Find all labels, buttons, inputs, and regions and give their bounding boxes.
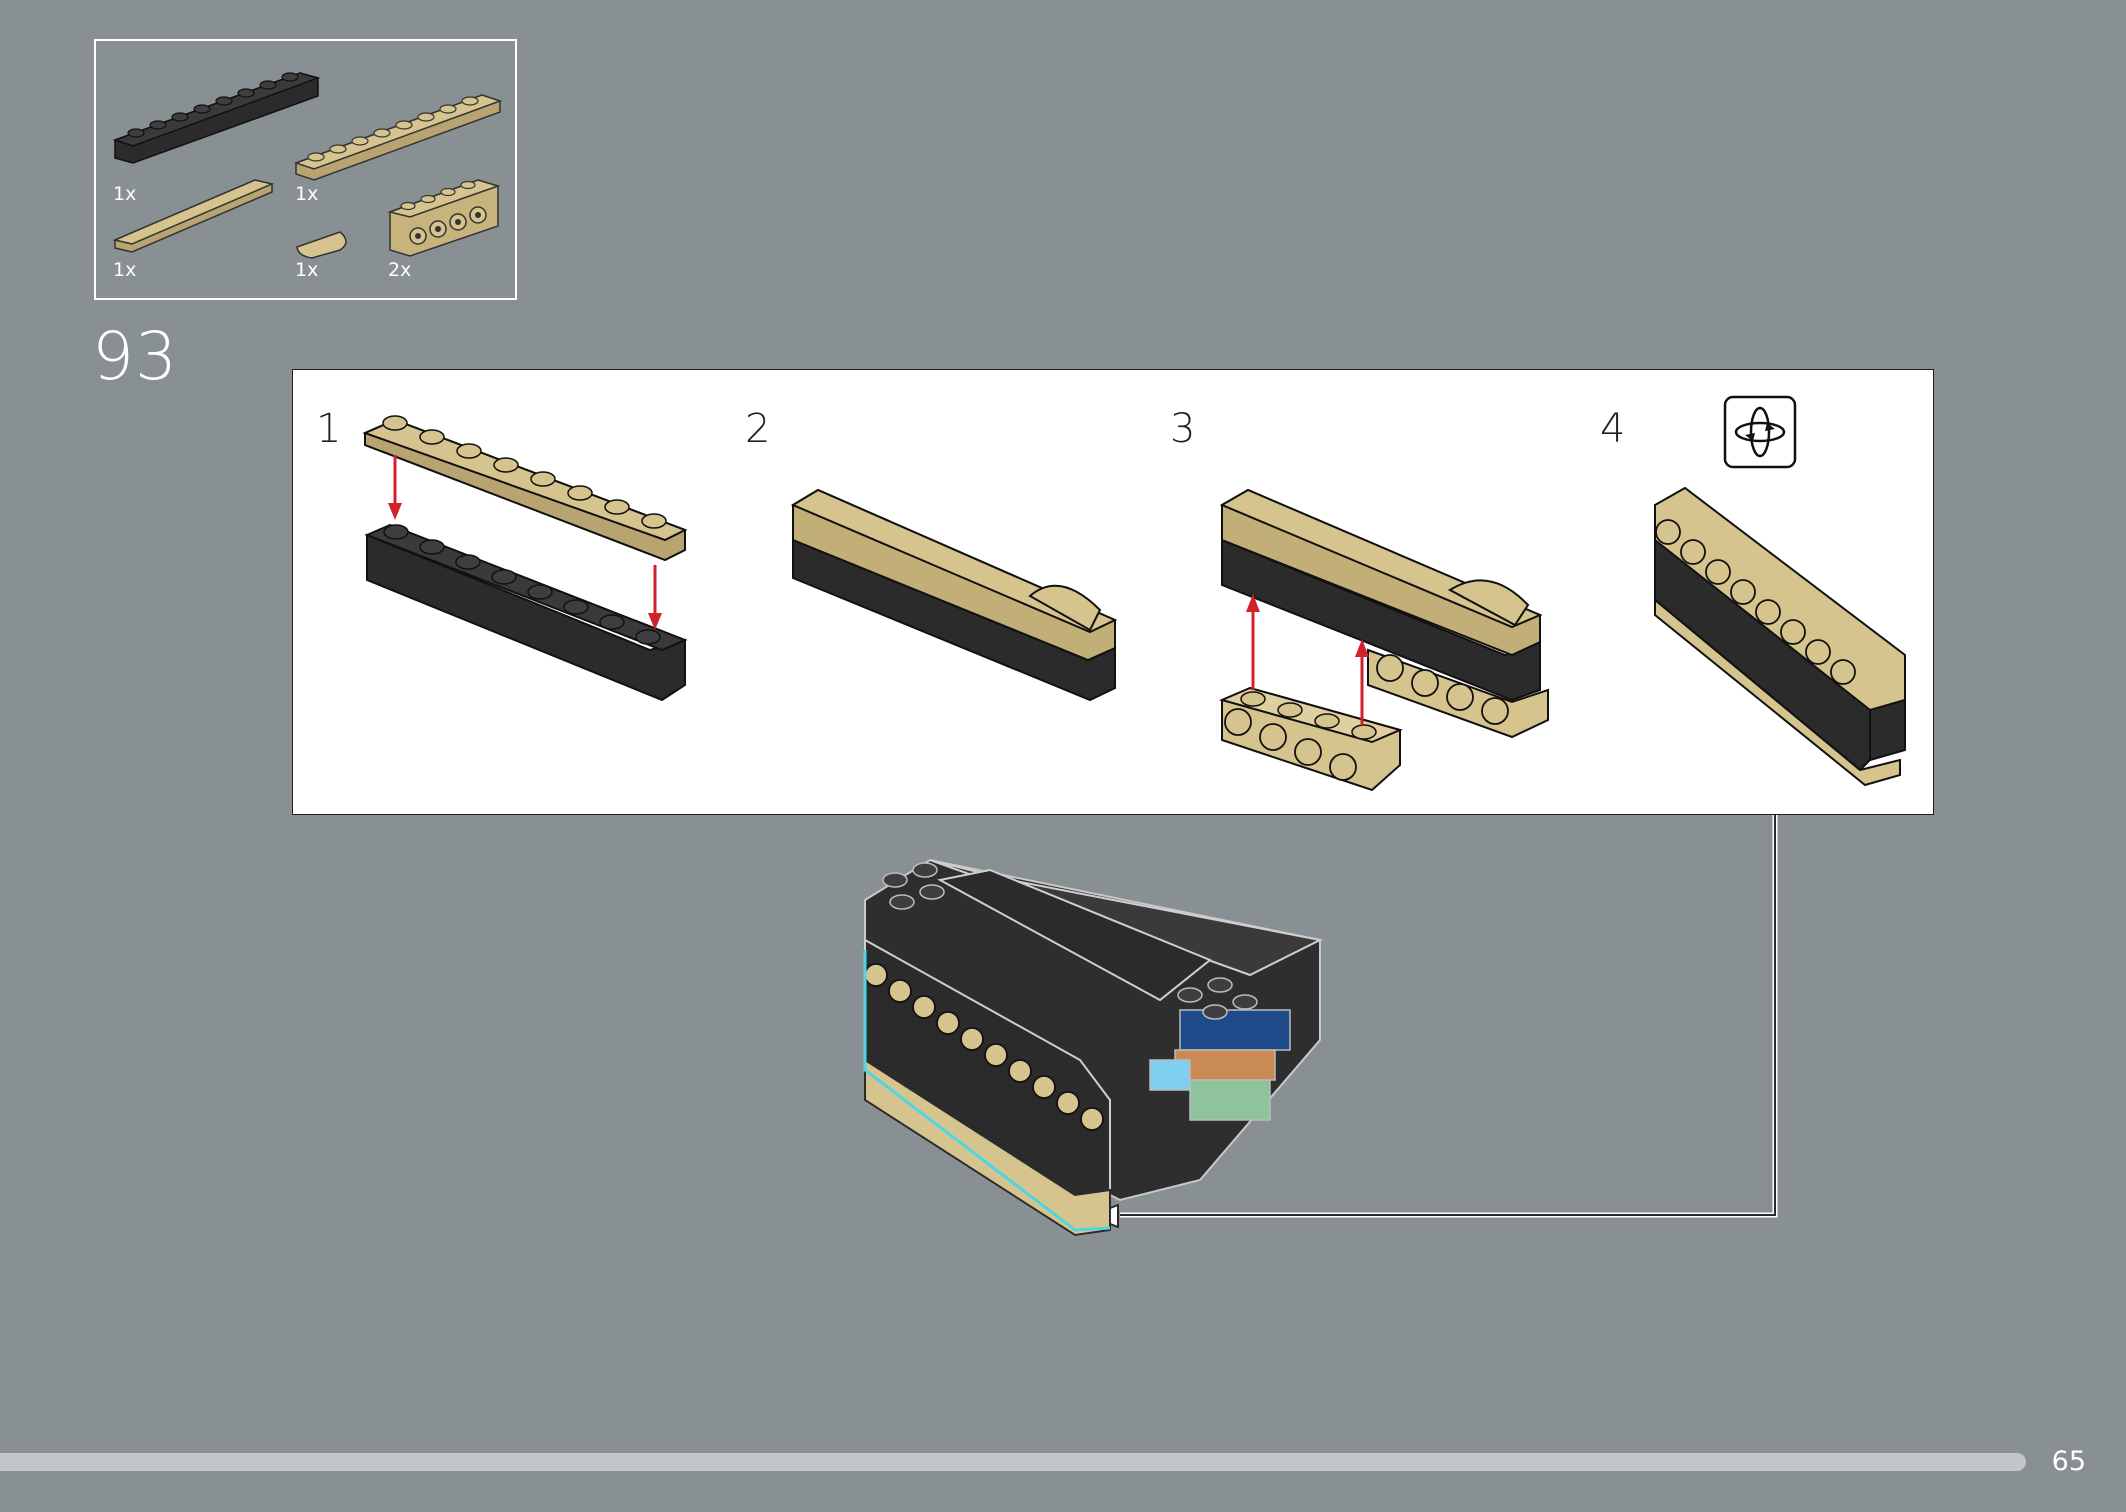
- substep-number-1: 1: [316, 406, 342, 452]
- substep-number-2: 2: [745, 406, 771, 452]
- qty-tan-plate-1x8: 1x: [295, 183, 319, 205]
- qty-tan-half-round-tile: 1x: [295, 259, 319, 281]
- qty-black-plate-1x8: 1x: [113, 183, 137, 205]
- substep-1-illustration: [362, 415, 688, 702]
- tan-tile-1x6-part: [112, 179, 275, 253]
- main-model-illustration: [863, 858, 1324, 1237]
- page-progress-bar: [0, 1453, 2026, 1471]
- qty-tan-tile-1x6: 1x: [113, 259, 137, 281]
- rotate-model-icon: [1723, 395, 1797, 469]
- tan-brick-1x4-part: [387, 179, 501, 257]
- parts-list-box: [94, 39, 517, 300]
- substep-3-illustration: [1218, 488, 1549, 792]
- tan-half-round-tile-part: [296, 231, 347, 259]
- substep-2-illustration: [790, 488, 1118, 702]
- qty-tan-brick-1x4: 2x: [388, 259, 412, 281]
- substep-number-3: 3: [1170, 406, 1196, 452]
- step-number: 93: [92, 318, 178, 395]
- substep-number-4: 4: [1600, 406, 1626, 452]
- tan-plate-1x8-part: [293, 94, 503, 181]
- page-number: 65: [2051, 1446, 2086, 1477]
- black-plate-1x8-part: [112, 72, 321, 164]
- parts-illustrations: [112, 72, 503, 259]
- substep-4-illustration: [1654, 486, 1906, 787]
